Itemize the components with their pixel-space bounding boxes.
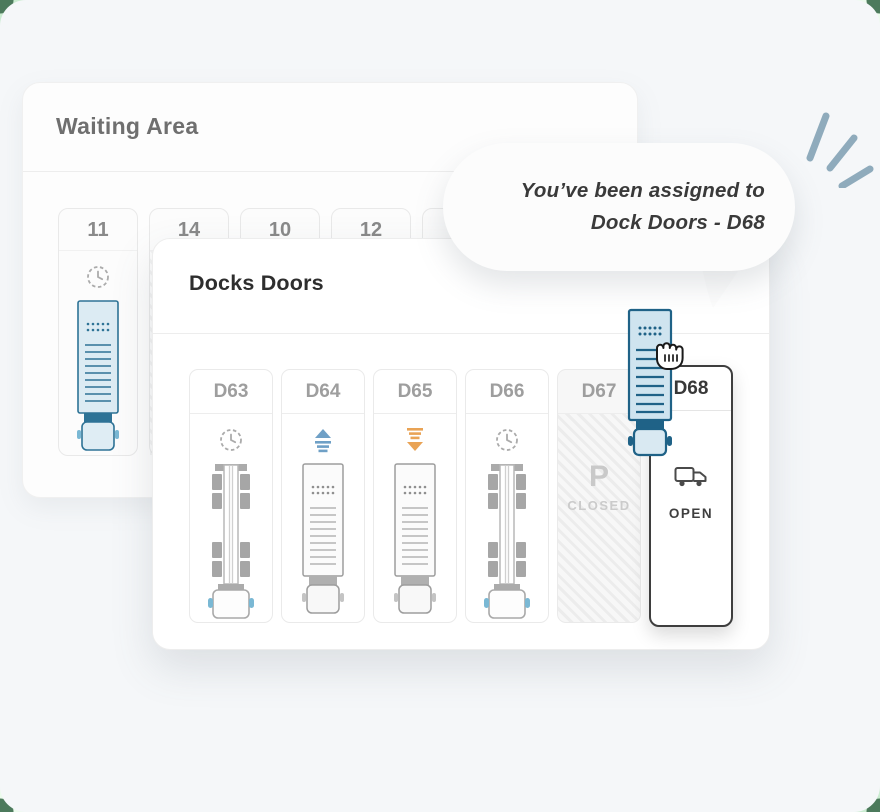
loading-arrow-up-icon [311,426,335,454]
slot-body [59,251,137,462]
door-body-closed: P CLOSED [558,414,640,622]
dock-door-label: D64 [282,370,364,414]
closed-status-label: CLOSED [567,498,631,513]
docks-doors-header: Docks Doors [153,239,769,334]
notification-text-line2: Dock Doors - D68 [590,211,765,234]
dock-door-label: D63 [190,370,272,414]
truck-chassis-top-view [479,462,535,625]
waiting-area-title: Waiting Area [56,113,199,139]
truck-chassis-top-view [203,462,259,625]
dragged-truck[interactable] [626,308,684,463]
notification-bubble: You’ve been assigned to Dock Doors - D68 [443,143,795,271]
trailer-truck-blue[interactable] [75,299,121,462]
door-body-open: OPEN [651,411,731,625]
dock-door-label: D67 [558,370,640,414]
door-body [190,414,272,625]
slot-number: 11 [59,209,137,251]
truck-icon [673,463,709,496]
door-body [374,414,456,625]
docks-doors-card: Docks Doors D63 [152,238,770,650]
notification-burst-icon [796,102,874,193]
dock-door-label: D68 [651,367,731,411]
bubble-tail [697,264,745,315]
unloading-arrow-down-icon [403,426,427,454]
docks-doors-title: Docks Doors [189,271,324,295]
dock-door-d67[interactable]: D67 P CLOSED [557,369,641,623]
dock-door-d65[interactable]: D65 [373,369,457,623]
clock-icon [85,263,111,291]
door-body [282,414,364,625]
clock-icon [494,426,520,454]
dock-door-d66[interactable]: D66 [465,369,549,623]
dock-door-label: D65 [374,370,456,414]
dock-doors-row: D63 [189,365,733,627]
clock-icon [218,426,244,454]
parking-label: P [588,460,609,493]
door-body [466,414,548,625]
dock-door-d64[interactable]: D64 [281,369,365,623]
waiting-slot-11[interactable]: 11 [58,208,138,456]
grab-cursor-icon [648,332,692,381]
notification-text-line1: You’ve been assigned to [520,179,765,202]
trailer-truck-gray [300,462,346,625]
dock-door-label: D66 [466,370,548,414]
dock-door-d63[interactable]: D63 [189,369,273,623]
open-status-label: OPEN [668,506,714,521]
waiting-area-header: Waiting Area [23,83,637,172]
trailer-truck-gray [392,462,438,625]
